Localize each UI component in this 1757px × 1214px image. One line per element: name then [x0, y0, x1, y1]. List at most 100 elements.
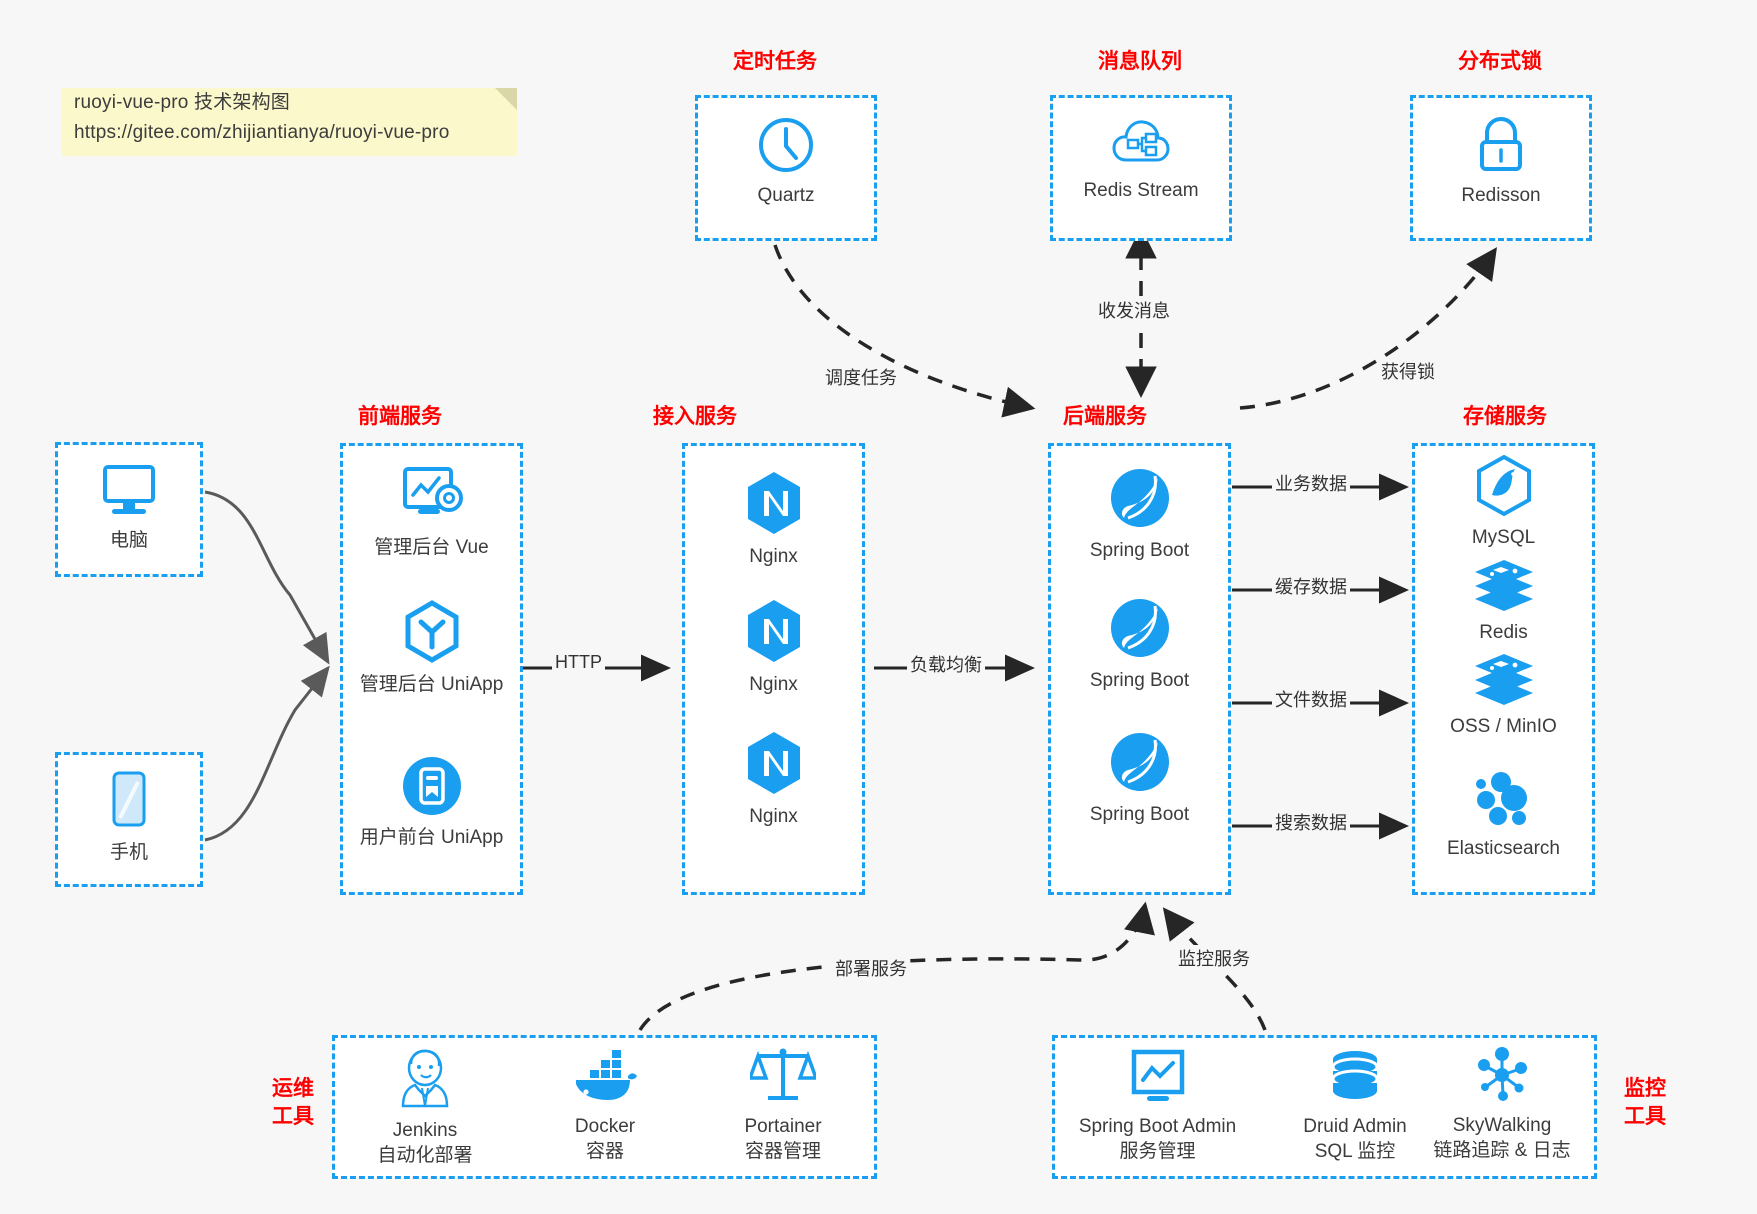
node-docker[interactable]: Docker 容器 [520, 1048, 690, 1164]
edge-label-deploy-service: 部署服务 [832, 955, 910, 981]
nginx-icon [747, 600, 800, 662]
node-label: Spring Boot Admin [1078, 1116, 1237, 1137]
node-portainer[interactable]: Portainer 容器管理 [698, 1044, 868, 1164]
nginx-icon [747, 732, 800, 794]
node-skywalking[interactable]: SkyWalking 链路追踪 & 日志 [1412, 1045, 1592, 1163]
node-label: Redis [1479, 622, 1528, 643]
database-icon [1331, 1051, 1379, 1099]
node-label: 管理后台 UniApp [359, 674, 504, 695]
node-admin-vue[interactable]: 管理后台 Vue [340, 465, 523, 560]
nginx-icon [747, 472, 800, 534]
note-title: ruoyi-vue-pro 技术架构图 [74, 92, 291, 113]
node-label: 用户前台 UniApp [359, 827, 504, 848]
node-admin-uniapp[interactable]: 管理后台 UniApp [340, 600, 523, 697]
node-label: OSS / MinIO [1450, 716, 1557, 737]
monitor-label-line1: 监控 [1624, 1077, 1666, 1100]
node-label: Docker [574, 1116, 636, 1137]
node-label: 手机 [109, 842, 148, 863]
node-spring-boot-2[interactable]: Spring Boot [1048, 596, 1231, 693]
edge-label-search-data: 搜索数据 [1272, 809, 1350, 835]
monitor-chart-icon [1131, 1049, 1184, 1101]
scales-icon [750, 1048, 816, 1100]
node-label: Nginx [749, 806, 798, 827]
node-label: Redis Stream [1083, 180, 1199, 201]
node-sublabel: 链路追踪 & 日志 [1433, 1140, 1571, 1161]
group-label-distributed-lock: 分布式锁 [1458, 50, 1542, 73]
edge-label-acquire-lock: 获得锁 [1378, 358, 1438, 384]
node-label: Redisson [1461, 185, 1541, 206]
group-label-storage-service: 存储服务 [1463, 405, 1547, 428]
node-sublabel: SQL 监控 [1314, 1141, 1396, 1162]
lock-icon [1480, 117, 1522, 171]
edge-label-http: HTTP [552, 652, 605, 673]
uniapp-cube-icon [405, 600, 458, 663]
node-phone[interactable]: 手机 [55, 770, 203, 865]
node-label: Jenkins [392, 1120, 458, 1141]
edge-label-file-data: 文件数据 [1272, 686, 1350, 712]
desktop-icon [103, 465, 155, 514]
spring-boot-icon [1110, 733, 1169, 791]
node-label: 管理后台 Vue [374, 537, 489, 558]
node-jenkins[interactable]: Jenkins 自动化部署 [340, 1048, 510, 1168]
group-label-monitor-tools: 监控 工具 [1610, 1075, 1680, 1131]
network-nodes-icon [1478, 1047, 1527, 1101]
node-mysql[interactable]: MySQL [1412, 455, 1595, 550]
node-nginx-3[interactable]: Nginx [682, 730, 865, 829]
node-redis-stream[interactable]: Redis Stream [1050, 118, 1232, 203]
spring-boot-icon [1110, 469, 1169, 527]
edge-label-monitor-service: 监控服务 [1175, 945, 1253, 971]
node-label: Portainer [744, 1116, 822, 1137]
node-label: Nginx [749, 674, 798, 695]
node-redis[interactable]: Redis [1412, 558, 1595, 645]
node-redisson[interactable]: Redisson [1410, 115, 1592, 208]
group-label-scheduled-task: 定时任务 [733, 50, 817, 73]
node-label: SkyWalking [1452, 1115, 1552, 1136]
edge-label-schedule-task: 调度任务 [822, 364, 900, 390]
node-nginx-2[interactable]: Nginx [682, 598, 865, 697]
node-spring-boot-admin[interactable]: Spring Boot Admin 服务管理 [1055, 1048, 1260, 1164]
edge-label-load-balance: 负载均衡 [907, 651, 985, 677]
cloud-stream-icon [1112, 120, 1170, 162]
clock-icon [759, 118, 813, 172]
node-sublabel: 容器管理 [744, 1141, 821, 1162]
group-label-message-queue: 消息队列 [1098, 50, 1182, 73]
edge-label-send-receive-message: 收发消息 [1095, 297, 1173, 323]
elasticsearch-icon [1475, 772, 1527, 825]
dashboard-settings-icon [402, 467, 463, 514]
devops-label-line2: 工具 [272, 1105, 314, 1128]
node-spring-boot-3[interactable]: Spring Boot [1048, 730, 1231, 827]
node-druid-admin[interactable]: Druid Admin SQL 监控 [1270, 1048, 1440, 1164]
node-user-uniapp[interactable]: 用户前台 UniApp [340, 755, 523, 850]
group-box-message-queue [1050, 95, 1232, 241]
node-sublabel: 自动化部署 [377, 1145, 473, 1166]
node-oss-minio[interactable]: OSS / MinIO [1412, 652, 1595, 739]
group-label-backend-service: 后端服务 [1063, 405, 1147, 428]
node-label: MySQL [1471, 527, 1536, 548]
node-label: Druid Admin [1303, 1116, 1407, 1137]
group-label-frontend-service: 前端服务 [358, 405, 442, 428]
note-url: https://gitee.com/zhijiantianya/ruoyi-vu… [74, 122, 450, 143]
node-label: Elasticsearch [1447, 838, 1560, 859]
group-label-access-service: 接入服务 [653, 405, 737, 428]
node-label: Quartz [757, 185, 815, 206]
info-note: ruoyi-vue-pro 技术架构图 https://gitee.com/zh… [62, 88, 517, 156]
jenkins-icon [401, 1049, 449, 1108]
object-storage-icon [1474, 654, 1533, 705]
node-sublabel: 服务管理 [1119, 1141, 1196, 1162]
group-box-distributed-lock [1410, 95, 1592, 241]
monitor-label-line2: 工具 [1624, 1105, 1666, 1128]
node-computer[interactable]: 电脑 [55, 462, 203, 553]
mobile-app-icon [402, 757, 461, 815]
node-sublabel: 容器 [585, 1141, 624, 1162]
node-quartz[interactable]: Quartz [695, 115, 877, 208]
smartphone-icon [112, 771, 146, 827]
node-nginx-1[interactable]: Nginx [682, 470, 865, 569]
node-label: Nginx [749, 546, 798, 567]
node-spring-boot-1[interactable]: Spring Boot [1048, 466, 1231, 563]
node-label: Spring Boot [1089, 670, 1190, 691]
node-label: Spring Boot [1089, 540, 1190, 561]
docker-icon [576, 1050, 637, 1100]
mysql-icon [1476, 455, 1531, 517]
node-elasticsearch[interactable]: Elasticsearch [1412, 770, 1595, 861]
